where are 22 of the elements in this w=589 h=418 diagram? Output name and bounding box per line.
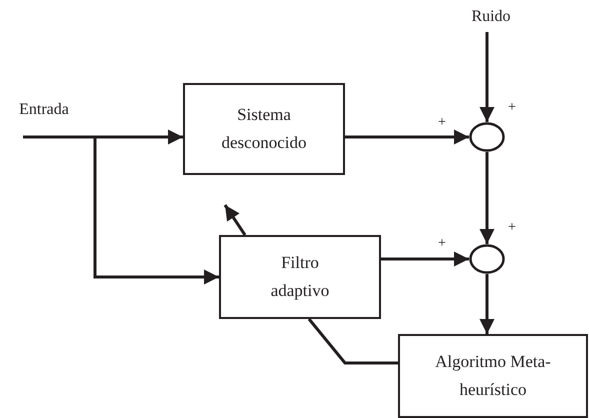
process-box [183,83,345,175]
arrow [23,136,219,284]
sign-label: + [508,221,516,235]
block-label: Filtro adaptivo [270,252,330,302]
process-box [219,235,381,319]
arrow [381,252,469,266]
summing-junction [469,122,505,152]
block-label: Algoritmo Meta-heurístico [434,351,552,401]
connector-line [308,318,398,364]
arrow [224,204,246,236]
process-box [398,334,588,418]
arrow [480,152,494,244]
sign-label: + [438,237,446,251]
arrow [480,32,494,122]
signal-label: Ruido [471,8,511,26]
arrow [480,274,494,334]
sign-label: + [508,101,516,115]
signal-label: Entrada [19,101,69,119]
arrow [345,130,469,144]
summing-junction [469,244,505,274]
sign-label: + [438,116,446,130]
block-label: Sistema desconocido [220,104,308,154]
